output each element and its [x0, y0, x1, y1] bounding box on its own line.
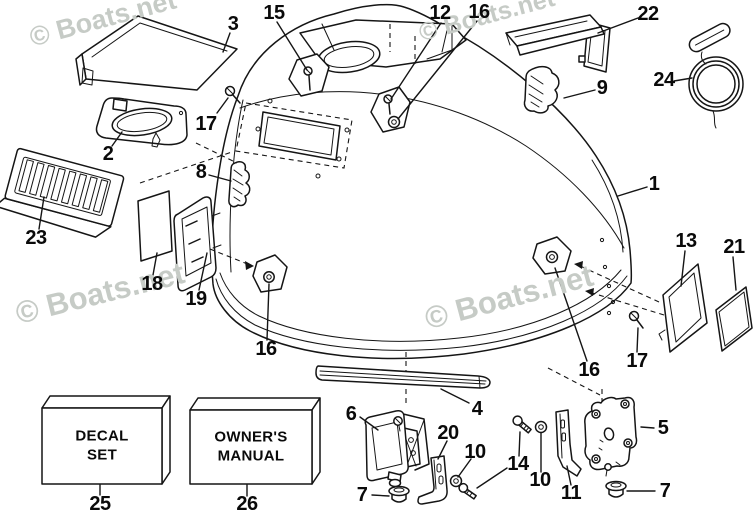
callout-label-15-1: 15 — [263, 2, 285, 24]
callout-label-17-18: 17 — [626, 350, 648, 372]
callout-label-4-19: 4 — [471, 398, 483, 420]
leader-line-7 — [371, 494, 390, 497]
leader-line-6 — [359, 416, 379, 431]
leader-line-1 — [617, 186, 648, 197]
part-23-louver-grille — [0, 147, 125, 238]
part-14-bolt-lower — [458, 482, 477, 500]
leader-line-23 — [38, 196, 45, 230]
callout-label-11-26: 11 — [560, 482, 582, 504]
callout-label-6-20: 6 — [345, 403, 357, 425]
owners-manual-box-label: OWNER'S MANUAL — [214, 428, 288, 464]
leader-line-19 — [198, 252, 208, 291]
leader-line-22 — [597, 17, 639, 34]
callout-label-3-0: 3 — [227, 13, 239, 35]
leader-line-16 — [266, 283, 270, 341]
part-19-mount-plate — [173, 196, 222, 292]
leader-line-5 — [640, 426, 655, 429]
callout-label-16-17: 16 — [578, 359, 600, 381]
part-17-screw-top — [224, 85, 241, 104]
assembly-alignment-lines — [139, 142, 665, 407]
leader-line-8 — [208, 174, 232, 182]
part-20-hook-bracket — [417, 455, 448, 505]
callout-label-5-27: 5 — [657, 417, 669, 439]
callout-label-22-4: 22 — [637, 3, 659, 25]
leader-line-14 — [476, 467, 508, 489]
part-3-top-cover — [75, 15, 238, 91]
part-16-clamp-bracket-right — [532, 236, 572, 275]
leader-line-10 — [457, 458, 472, 478]
callout-label-2-8: 2 — [102, 143, 114, 165]
leader-line-12 — [390, 22, 442, 100]
part-10-washer-left — [449, 474, 463, 488]
part-26-owners-manual-box — [189, 397, 321, 485]
part-12-16-clamp-bracket — [370, 86, 411, 133]
leader-line-15 — [276, 21, 308, 71]
part-7-grommet-left — [388, 485, 410, 503]
callout-leader-lines — [38, 17, 737, 497]
callout-label-7-25: 7 — [356, 484, 368, 506]
leader-line-16 — [554, 267, 588, 362]
part-2-opening-ring — [95, 97, 188, 148]
leader-line-20 — [437, 440, 448, 460]
callout-label-16-3: 16 — [468, 1, 490, 23]
callout-label-10-24: 10 — [529, 469, 551, 491]
part-15-clamp-bracket — [288, 53, 330, 97]
callout-label-13-12: 13 — [675, 230, 697, 252]
part-17-screw-right — [628, 310, 644, 329]
leader-line-3 — [222, 32, 231, 53]
leader-line-11 — [566, 465, 572, 486]
callout-label-16-16: 16 — [255, 338, 277, 360]
leader-line-9 — [563, 89, 596, 99]
leader-line-14 — [518, 431, 521, 457]
callout-label-14-23: 14 — [507, 453, 529, 475]
leader-line-2 — [111, 131, 123, 147]
callout-label-7-28: 7 — [659, 480, 671, 502]
callout-label-20-21: 20 — [437, 422, 459, 444]
callout-label-9-6: 9 — [596, 77, 608, 99]
part-7-grommet-right — [605, 480, 627, 498]
part-24-lanyard-cord — [688, 22, 744, 129]
leader-line-4 — [440, 388, 470, 404]
part-10-washer-right — [534, 420, 548, 434]
part-5-latch-plate — [584, 396, 638, 477]
callout-label-21-13: 21 — [723, 236, 745, 258]
part-9-bracket — [523, 65, 560, 114]
callout-label-26-30: 26 — [236, 493, 258, 512]
callout-label-19-15: 19 — [185, 288, 207, 310]
part-6-latch-bracket — [364, 410, 430, 488]
leader-line-24 — [673, 77, 693, 82]
callout-label-24-5: 24 — [653, 69, 675, 91]
leader-line-21 — [732, 256, 737, 291]
part-11-strap-bracket — [555, 409, 582, 477]
leader-line-17 — [216, 97, 229, 114]
callout-label-8-9: 8 — [195, 161, 207, 183]
part-8-bracket — [228, 161, 251, 208]
callout-label-12-2: 12 — [429, 2, 451, 24]
callout-label-1-10: 1 — [648, 173, 660, 195]
callout-label-25-29: 25 — [89, 493, 111, 512]
part-13-frame — [658, 263, 708, 353]
part-25-decal-set-box — [41, 395, 171, 485]
part-21-gasket-frame — [715, 286, 753, 352]
decal-set-box-label: DECAL SET — [75, 427, 129, 463]
part-16-clamp-bracket-left — [252, 254, 288, 293]
leader-line-16 — [397, 20, 478, 120]
part-22-handle — [505, 14, 611, 73]
callout-label-18-14: 18 — [141, 273, 163, 295]
part-18-gasket-sheet — [137, 190, 173, 262]
leader-line-13 — [680, 250, 686, 287]
leader-line-17 — [636, 327, 639, 353]
leader-line-18 — [152, 252, 158, 276]
part-4-seal-strip — [315, 365, 491, 389]
callout-label-23-11: 23 — [25, 227, 47, 249]
callout-label-10-22: 10 — [464, 441, 486, 463]
callout-label-17-7: 17 — [195, 113, 217, 135]
part-14-bolt-upper — [512, 415, 532, 434]
